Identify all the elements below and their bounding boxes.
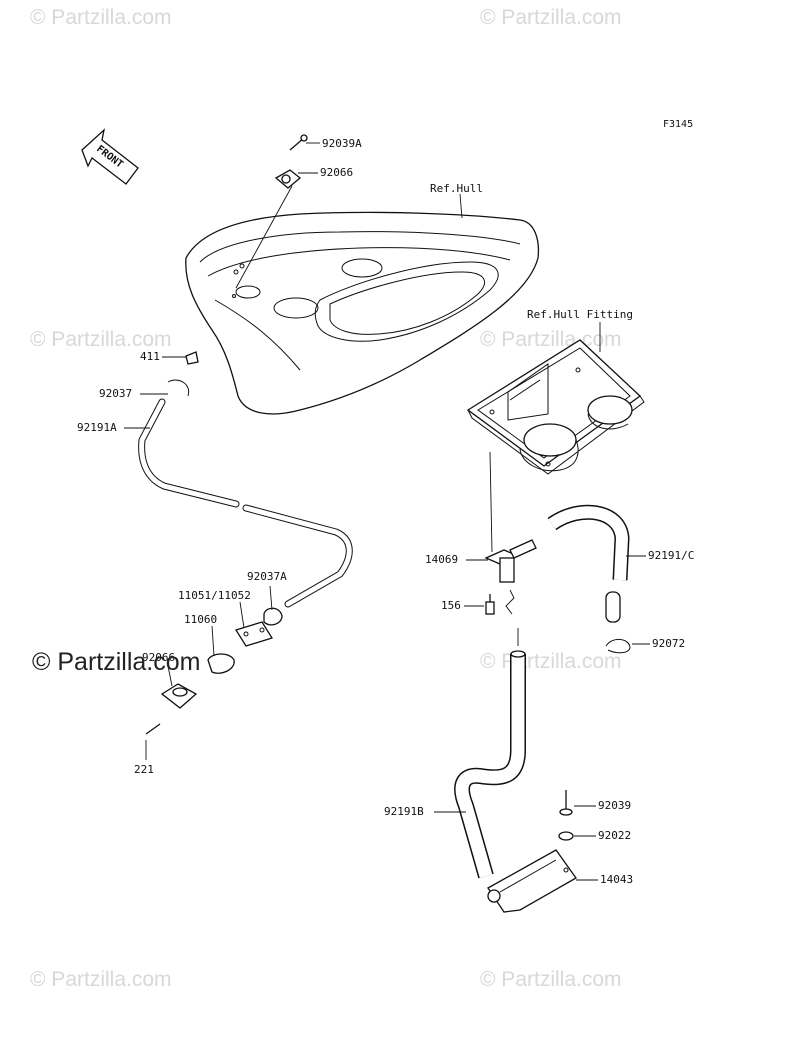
label-156: 156	[441, 599, 461, 612]
watermark-mid-left: © Partzilla.com	[30, 328, 172, 351]
front-arrow-icon: FRONT	[81, 128, 139, 185]
clamp-92037A	[263, 607, 283, 626]
label-92191B: 92191B	[384, 805, 424, 818]
label-14069: 14069	[425, 553, 459, 566]
label-221: 221	[134, 763, 154, 776]
watermark-bottom-left: © Partzilla.com	[30, 968, 172, 991]
label-14043: 14043	[600, 873, 634, 886]
bracket-11051	[235, 621, 273, 647]
watermark-top-left: © Partzilla.com	[30, 6, 172, 29]
bracket-14043	[487, 849, 577, 913]
clamp-92072	[605, 639, 631, 654]
watermark-bottom-right: © Partzilla.com	[480, 968, 622, 991]
plug-411	[185, 351, 199, 365]
gasket-11060	[207, 653, 235, 674]
washer-92022	[558, 831, 574, 841]
bolt-156	[485, 594, 495, 615]
label-92191A: 92191A	[77, 421, 117, 434]
label-92022: 92022	[598, 829, 632, 842]
bolt-92039A	[289, 134, 308, 151]
watermark-top-right: © Partzilla.com	[480, 6, 622, 29]
label-92191C: 92191/C	[648, 549, 695, 562]
label-92066: 92066	[320, 166, 354, 179]
label-92066-lower: 92066	[142, 651, 176, 664]
watermark-main: © Partzilla.com	[32, 648, 201, 676]
label-92039: 92039	[598, 799, 632, 812]
label-92037A: 92037A	[247, 570, 287, 583]
label-411: 411	[140, 350, 160, 363]
label-ref-hull: Ref.Hull	[430, 182, 483, 195]
label-92037: 92037	[99, 387, 133, 400]
label-11060: 11060	[184, 613, 218, 626]
label-ref-hull-fitting: Ref.Hull Fitting	[527, 308, 633, 321]
leader-lines	[124, 142, 650, 881]
hull-outline	[185, 211, 540, 415]
fitting-92066	[274, 169, 302, 189]
label-92039A: 92039A	[322, 137, 362, 150]
clamp-92037	[167, 379, 190, 397]
screw-221	[145, 723, 161, 735]
fitting-92066-lower	[160, 683, 198, 709]
figure-code: F3145	[663, 119, 694, 130]
hose-92191C-piece	[605, 591, 621, 623]
label-11051-11052: 11051/11052	[178, 589, 251, 602]
label-92072: 92072	[652, 637, 686, 650]
bolt-92039	[559, 790, 573, 816]
fitting-14069	[484, 539, 537, 583]
hull-fitting-tray	[466, 339, 645, 475]
